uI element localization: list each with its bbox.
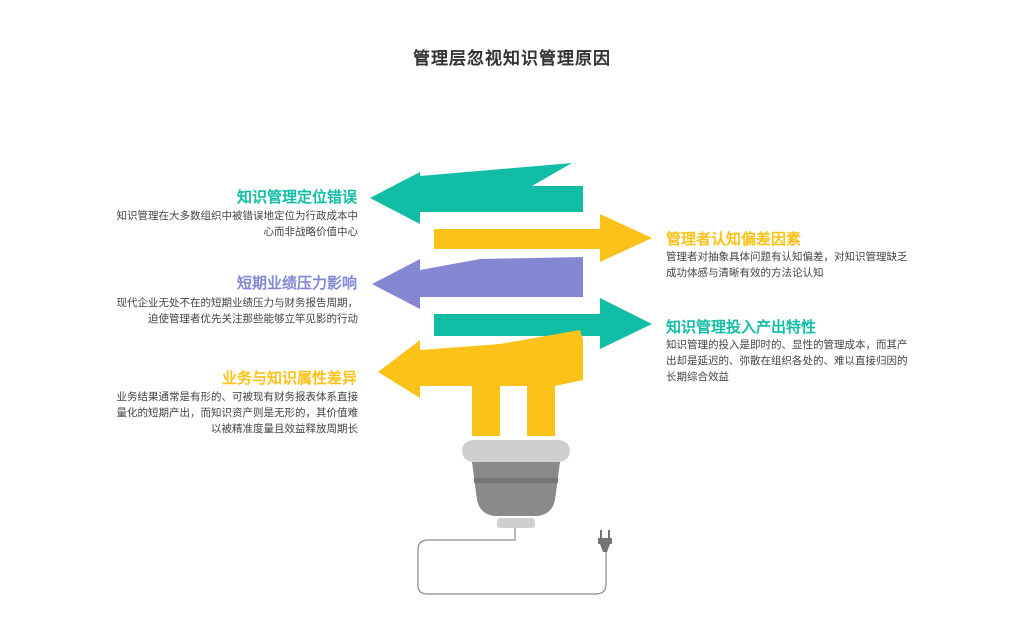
desc-line: 以被精准度量且效益释放周期长 [211, 423, 358, 435]
arrow-1-teal-left [370, 163, 583, 224]
arrow-4-teal-right [434, 298, 652, 349]
page-title: 管理层忽视知识管理原因 [413, 49, 611, 69]
desc-line: 迫使管理者优先关注那些能够立竿见影的行动 [148, 313, 358, 325]
plug-icon [598, 530, 612, 552]
desc-line: 长期综合效益 [666, 371, 729, 383]
desc-manager-cognition: 管理者对抽象具体问题有认知偏差，对知识管理缺乏 成功体感与清晰有效的方法论认知 [666, 249, 976, 281]
bulb-tip [497, 518, 535, 528]
arrow-3-purple-left [372, 257, 583, 309]
heading-input-output: 知识管理投入产出特性 [666, 318, 817, 336]
desc-line: 成功体感与清晰有效的方法论认知 [666, 267, 824, 279]
desc-line: 业务结果通常是有形的、可被现有财务报表体系直接 [116, 391, 359, 403]
desc-line: 知识管理在大多数组织中被错误地定位为行政成本中 [116, 210, 359, 222]
arrow-5-yellow-left [378, 330, 583, 436]
desc-km-positioning: 知识管理在大多数组织中被错误地定位为行政成本中 心而非战略价值中心 [48, 208, 359, 240]
desc-attribute-difference: 业务结果通常是有形的、可被现有财务报表体系直接 量化的短期产出，而知识资产则是无… [48, 389, 359, 437]
desc-line: 现代企业无处不在的短期业绩压力与财务报告周期， [116, 297, 359, 309]
desc-line: 量化的短期产出，而知识资产则是无形的，其价值难 [116, 407, 359, 419]
arrow-2-yellow-right [434, 214, 652, 262]
desc-line: 心而非战略价值中心 [263, 226, 359, 238]
desc-input-output: 知识管理的投入是即时的、显性的管理成本，而其产 出却是延迟的、弥散在组织各处的、… [666, 337, 976, 385]
desc-short-term-pressure: 现代企业无处不在的短期业绩压力与财务报告周期， 迫使管理者优先关注那些能够立竿见… [38, 295, 359, 327]
heading-km-positioning: 知识管理定位错误 [236, 188, 357, 206]
bulb-cap-top [462, 440, 570, 462]
power-cable [417, 528, 607, 595]
desc-line: 知识管理的投入是即时的、显性的管理成本，而其产 [666, 339, 908, 351]
heading-attribute-difference: 业务与知识属性差异 [221, 369, 357, 387]
desc-line: 出却是延迟的、弥散在组织各处的、难以直接归因的 [666, 355, 908, 367]
bulb-socket [472, 462, 560, 516]
heading-short-term-pressure: 短期业绩压力影响 [236, 274, 357, 292]
bulb-socket-ring [474, 478, 558, 483]
desc-line: 管理者对抽象具体问题有认知偏差，对知识管理缺乏 [666, 251, 908, 263]
heading-manager-cognition: 管理者认知偏差因素 [666, 230, 802, 248]
